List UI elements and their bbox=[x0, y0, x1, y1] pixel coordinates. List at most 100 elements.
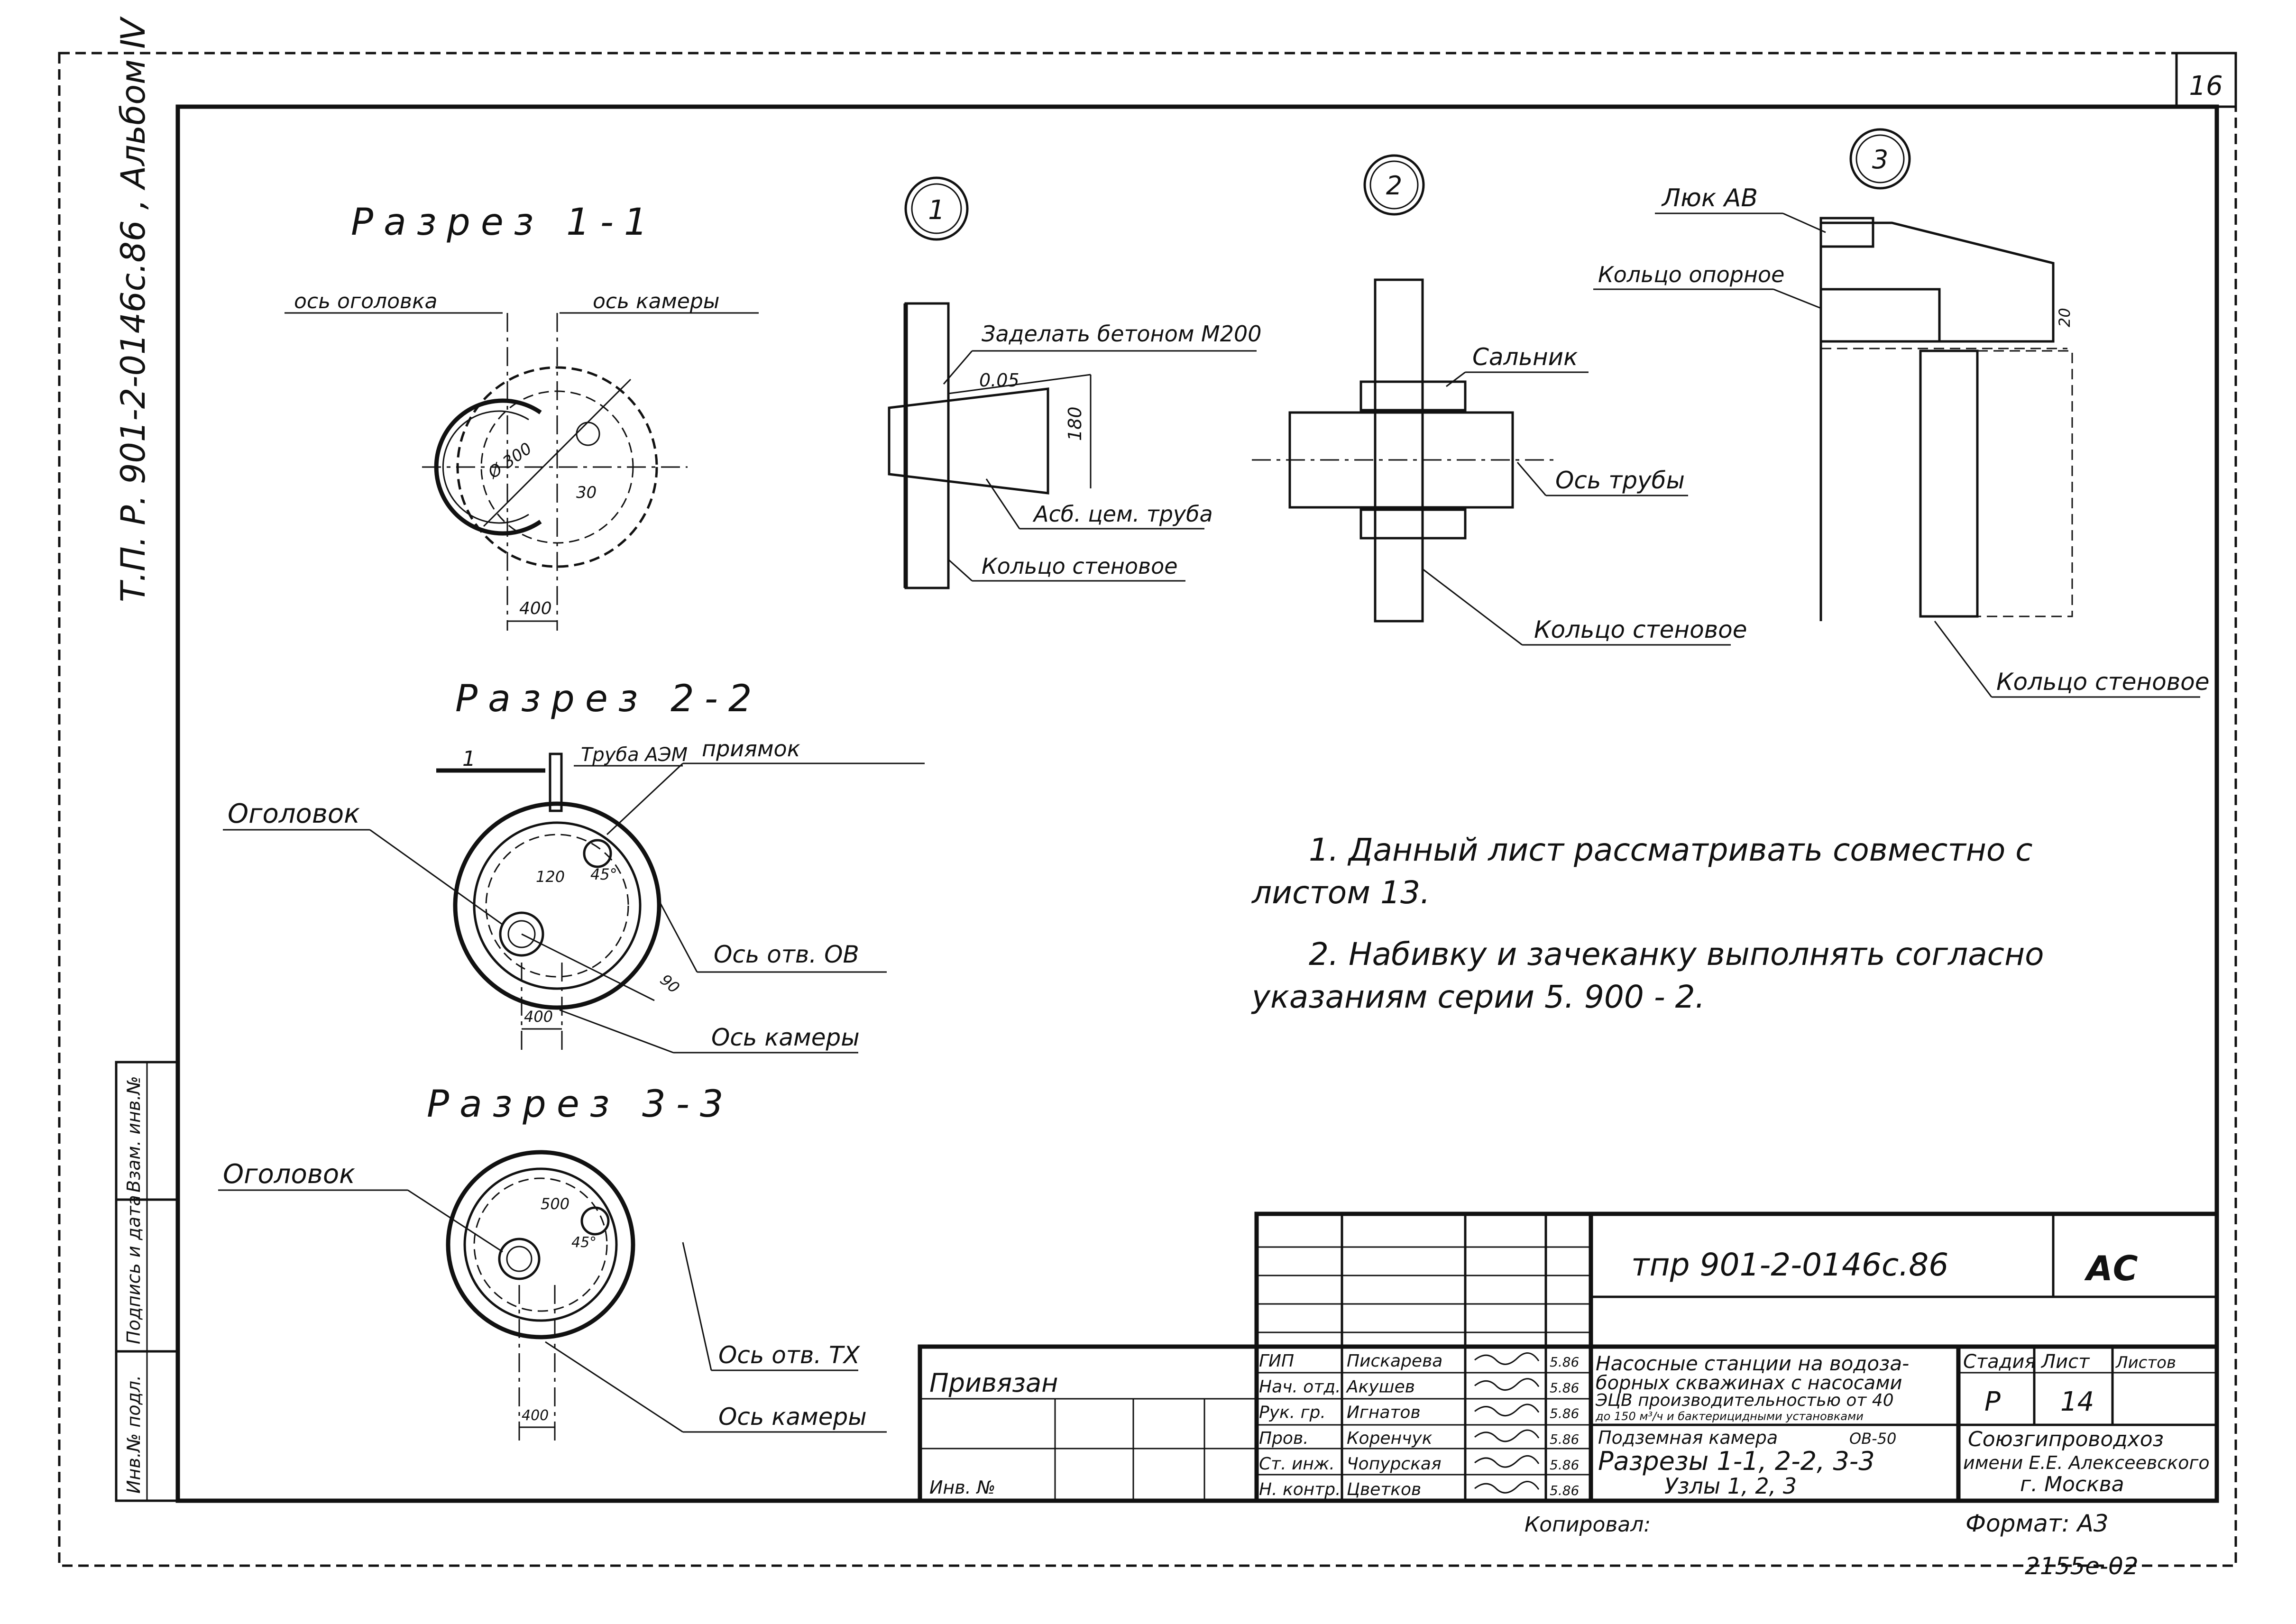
node-1-badge-inner bbox=[911, 183, 962, 234]
section-3-3-title: Разрез 3-3 bbox=[427, 1083, 734, 1126]
sheets-label: Листов bbox=[2115, 1353, 2176, 1372]
section-2-2-title: Разрез 2-2 bbox=[455, 678, 762, 720]
node-1-ring-leader bbox=[947, 559, 973, 582]
node-3-badge-outer bbox=[1849, 128, 1911, 190]
node-2: 2 Сальник Ось трубы Кольцо стеновое bbox=[1252, 154, 1747, 646]
signature-date: 5.86 bbox=[1550, 1431, 1579, 1447]
node-1-slope-line bbox=[948, 374, 1091, 395]
section-2-2-dim-bottom: 400 bbox=[524, 1008, 553, 1026]
section-3-3-ring-hatch bbox=[473, 1177, 608, 1312]
node-2-gland-bottom bbox=[1359, 508, 1467, 540]
section-2-2-pit-hole bbox=[583, 839, 612, 868]
node-3-hatch-leader bbox=[1782, 212, 1826, 233]
project-line-4: до 150 м³/ч и бактерицидными установками bbox=[1595, 1410, 1864, 1423]
signature-role: Нач. отд. bbox=[1259, 1377, 1341, 1396]
section-3-3-head-label: Оголовок bbox=[223, 1159, 355, 1190]
section-1-1-dim-bottom: 400 bbox=[519, 599, 552, 618]
section-3-3-dim-bottom: 400 bbox=[522, 1407, 549, 1424]
section-2-2-axis-hole-leader bbox=[658, 900, 698, 973]
node-2-ring-leader bbox=[1422, 568, 1523, 646]
signature-date: 5.86 bbox=[1550, 1457, 1579, 1473]
node-1-pipe bbox=[888, 387, 1049, 495]
section-3-3-outer-ring bbox=[446, 1150, 635, 1340]
section-3-3-head-inner bbox=[506, 1246, 533, 1272]
node-1-pipe-leader bbox=[985, 478, 1020, 529]
section-3-3-head-outer bbox=[498, 1238, 541, 1280]
org-line-1: Союзгипроводхоз bbox=[1968, 1427, 2164, 1451]
note-1-line-1: 1. Данный лист рассматривать совместно с bbox=[1309, 832, 2033, 868]
section-1-1-axis-head-label: ось оголовка bbox=[294, 289, 438, 313]
side-stamp: Взам. инв.№ Подпись и дата Инв.№ подл. bbox=[115, 1061, 179, 1502]
node-1-dim-180: 180 bbox=[1065, 406, 1085, 441]
attached-block-frame bbox=[918, 1344, 1259, 1503]
signature-name: Коренчук bbox=[1347, 1429, 1433, 1448]
node-2-gland-leader bbox=[1446, 371, 1466, 387]
node-1-badge-outer bbox=[904, 176, 969, 241]
side-stamp-sign-date: Подпись и дата bbox=[123, 1195, 144, 1344]
note-1-line-2: листом 13. bbox=[1251, 874, 1430, 911]
stage-label: Стадия bbox=[1963, 1351, 2036, 1373]
section-3-3-axis-hole-label: Ось отв. ТХ bbox=[718, 1341, 861, 1369]
section-3-3: Разрез 3-3 500 45° Оголовок Ось отв. ТХ … bbox=[218, 1083, 887, 1446]
copied-label: Копировал: bbox=[1525, 1513, 1651, 1537]
outer-trim-frame bbox=[58, 52, 2237, 1567]
org-line-3: г. Москва bbox=[2020, 1472, 2124, 1496]
node-3-wall-ring-leader bbox=[1934, 621, 1993, 697]
node-3-wall-ring-label: Кольцо стеновое bbox=[1996, 668, 2210, 696]
section-2-2-pipe bbox=[549, 752, 563, 812]
inv-no-label: Инв. № bbox=[929, 1477, 995, 1498]
signature-date: 5.86 bbox=[1550, 1406, 1579, 1422]
node-1-slope: 0.05 bbox=[979, 370, 1019, 391]
section-2-2-axis-hole-label: Ось отв. ОВ bbox=[714, 941, 859, 968]
node-2-badge-inner bbox=[1369, 160, 1419, 210]
section-1-1-dim-small: 30 bbox=[576, 483, 597, 502]
node-1-concrete-leader bbox=[943, 350, 973, 385]
sheet-name-1-code: ОВ-50 bbox=[1849, 1430, 1896, 1448]
signature-date: 5.86 bbox=[1550, 1354, 1579, 1370]
node-2-badge-outer bbox=[1363, 154, 1425, 216]
signature-name: Чопурская bbox=[1347, 1454, 1442, 1474]
node-3-support-label: Кольцо опорное bbox=[1598, 262, 1784, 287]
section-2-2-axis-chamber-label: Ось камеры bbox=[711, 1024, 860, 1051]
signature-name: Игнатов bbox=[1347, 1403, 1421, 1422]
section-2-2-ring-hatch bbox=[485, 834, 629, 978]
section-2-2-outer-ring bbox=[453, 801, 661, 1010]
sheet-name-3: Узлы 1, 2, 3 bbox=[1664, 1473, 1797, 1499]
section-3-3-head-leader bbox=[407, 1189, 503, 1253]
node-1-ring-label: Кольцо стеновое bbox=[982, 553, 1178, 579]
signature-date: 5.86 bbox=[1550, 1380, 1579, 1395]
sheet-value: 14 bbox=[2060, 1386, 2094, 1417]
section-3-3-dim-45: 45° bbox=[571, 1234, 597, 1251]
section-2-2-head-outer bbox=[499, 911, 544, 957]
project-line-3: ЭЦВ производительностью от 40 bbox=[1595, 1391, 1894, 1410]
section-1-1-axis-chamber-label: ось камеры bbox=[593, 289, 720, 313]
section-3-3-dim-500: 500 bbox=[541, 1195, 569, 1213]
node-3-hatch-label: Люк АВ bbox=[1661, 184, 1758, 212]
node-2-gland-label: Сальник bbox=[1472, 343, 1578, 371]
section-2-2: Разрез 2-2 1 Труба АЭМ приямок 120 45° 9… bbox=[223, 678, 925, 1054]
section-3-3-axis-chamber-label: Ось камеры bbox=[718, 1403, 867, 1431]
section-2-2-pipe-label: Труба АЭМ bbox=[581, 744, 688, 766]
section-3-3-axis-chamber-leader bbox=[545, 1341, 683, 1433]
node-1-pipe-label: Асб. цем. труба bbox=[1032, 501, 1213, 527]
doc-code: тпр 901-2-0146с.86 bbox=[1631, 1247, 1948, 1283]
node-2-ring-label: Кольцо стеновое bbox=[1534, 616, 1747, 643]
node-2-pipe-axis-leader bbox=[1516, 462, 1547, 496]
section-2-2-head-leader bbox=[369, 829, 503, 926]
section-3-3-hole bbox=[580, 1206, 610, 1236]
org-line-2: имени Е.Е. Алексеевского bbox=[1963, 1452, 2210, 1473]
note-2-line-1: 2. Набивку и зачеканку выполнять согласн… bbox=[1309, 936, 2044, 973]
bottom-number: 2155е-02 bbox=[2025, 1552, 2139, 1580]
node-2-wall bbox=[1374, 278, 1424, 623]
section-2-2-dim-120: 120 bbox=[536, 868, 565, 886]
signature-scribble bbox=[1474, 1404, 1540, 1417]
signature-name: Акушев bbox=[1346, 1377, 1415, 1396]
attached-label: Привязан bbox=[929, 1368, 1058, 1398]
notes: 1. Данный лист рассматривать совместно с… bbox=[1251, 832, 2044, 1015]
album-reference: Т.П. Р. 901-2-0146с.86 , Альбом Ⅳ bbox=[114, 16, 153, 602]
signature-scribble bbox=[1474, 1481, 1540, 1494]
signature-scribble bbox=[1474, 1352, 1540, 1365]
stage-value: Р bbox=[1984, 1386, 2001, 1417]
